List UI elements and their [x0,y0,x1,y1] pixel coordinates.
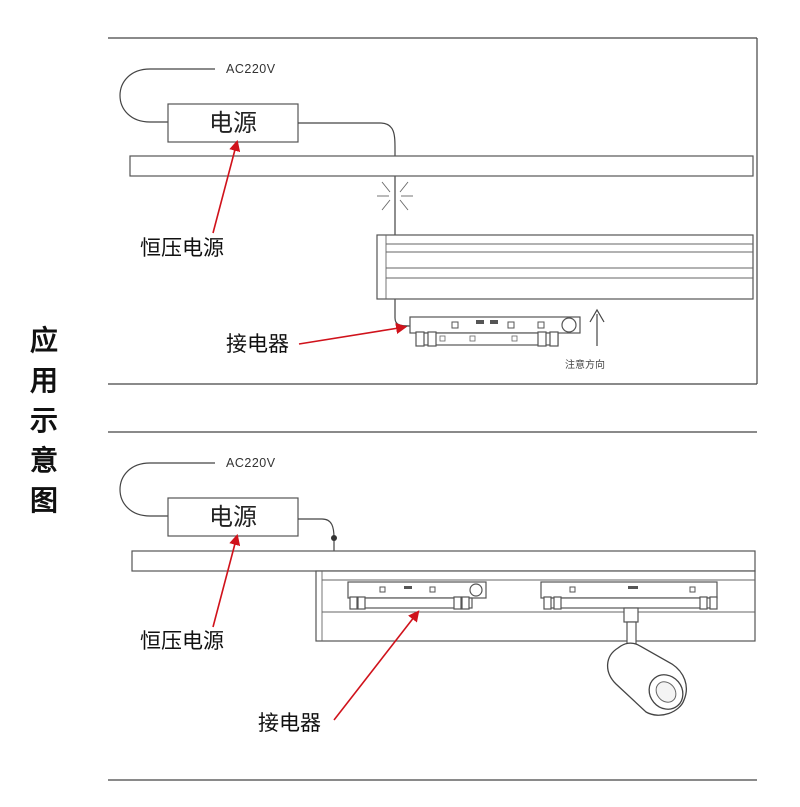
side-title-char: 用 [30,364,58,397]
callout-arrow [212,533,241,628]
break-mark [377,181,413,211]
ac-wire [119,462,215,517]
bottom-panel: AC220V 电源 [108,431,757,781]
power-box-label: 电源 [209,109,257,137]
voltage-label: AC220V [226,456,276,470]
side-title: 应 用 示 意 图 [30,324,58,517]
side-title-char: 图 [30,484,58,517]
connector-label: 接电器 [226,332,289,356]
connector-module [409,316,581,347]
callout-arrow [298,322,408,345]
constant-voltage-label: 恒压电源 [140,236,224,260]
constant-voltage-label: 恒压电源 [140,629,224,653]
ceiling-slab [131,550,756,572]
direction-note: 注意方向 [565,358,605,371]
power-box-label: 电源 [209,503,257,531]
power-supply-box [167,497,299,537]
direction-arrow-icon [589,308,605,346]
wire-junction [331,535,337,541]
connector-module [347,581,487,610]
top-panel: AC220V 电源 [108,37,758,385]
power-supply-box [167,103,299,143]
spotlight-icon [606,607,687,716]
ceiling-slab [129,155,754,177]
callout-arrow [212,139,241,234]
side-title-char: 示 [30,404,58,437]
voltage-label: AC220V [226,62,276,76]
track-rail [376,234,754,300]
callout-arrow [333,610,420,721]
connector-label: 接电器 [258,711,321,735]
ac-wire [119,68,215,123]
side-title-char: 意 [30,444,58,477]
side-title-char: 应 [30,324,58,357]
light-module [540,581,718,610]
